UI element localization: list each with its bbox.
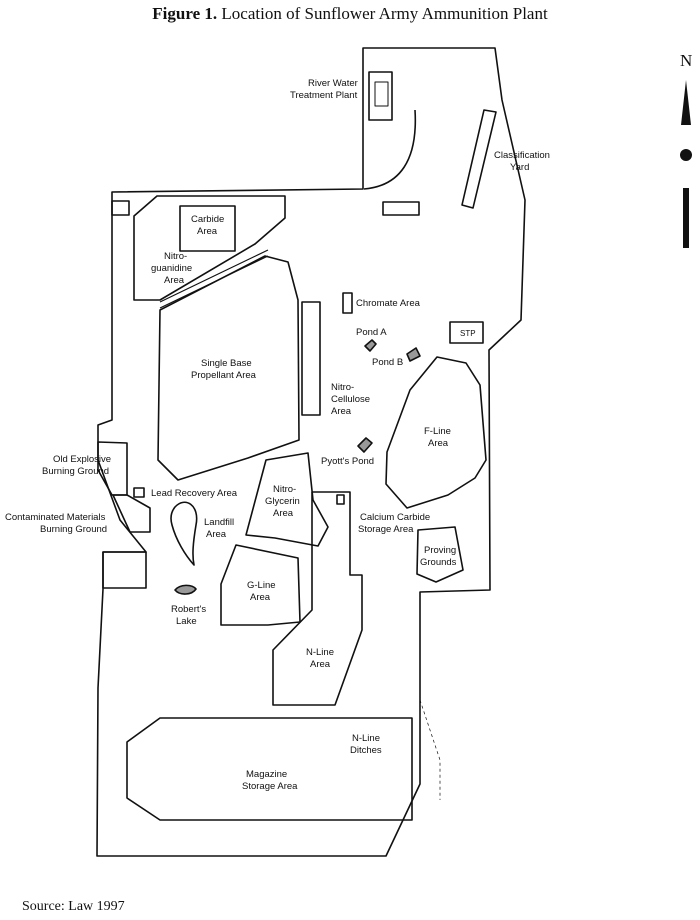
label-nitroguanidine-3: Area (164, 275, 185, 286)
label-river-water-2: Treatment Plant (290, 90, 358, 101)
n-line-area (272, 491, 363, 706)
label-nitrocellulose-1: Nitro- (331, 382, 354, 393)
label-old-explosive-2: Burning Ground (42, 466, 109, 477)
label-nitroguanidine-1: Nitro- (164, 251, 187, 262)
f-line-area (385, 356, 487, 509)
plant-boundary (96, 47, 526, 857)
nitro-cellulose-area (301, 301, 321, 416)
label-roberts-2: Lake (176, 616, 197, 627)
label-fline-2: Area (428, 438, 449, 449)
label-nitrocellulose-2: Cellulose (331, 394, 370, 405)
source-note: Source: Law 1997 (22, 899, 125, 914)
label-single-base-2: Propellant Area (191, 370, 257, 381)
roberts-lake (174, 584, 197, 595)
pyotts-pond (357, 437, 373, 453)
carbide-area (179, 205, 236, 252)
label-landfill-1: Landfill (204, 517, 234, 528)
n-line-ditches (419, 699, 441, 800)
label-classification-1: Classification (494, 150, 550, 161)
label-nitroglycerin-3: Area (273, 508, 294, 519)
g-line-area (220, 544, 301, 626)
label-gline-2: Area (250, 592, 271, 603)
label-magazine-2: Storage Area (242, 781, 298, 792)
stp-building (449, 321, 484, 344)
label-proving-2: Grounds (420, 557, 457, 568)
label-nitroglycerin-1: Nitro- (273, 484, 296, 495)
label-pond-b: Pond B (372, 357, 403, 368)
single-base-propellant-area (157, 255, 300, 481)
label-nline-ditches-2: Ditches (350, 745, 382, 756)
label-pond-a: Pond A (356, 327, 387, 338)
nitro-glycerin-area (245, 452, 329, 547)
river-water-treatment-plant (368, 71, 393, 121)
label-roberts-1: Robert's (171, 604, 206, 615)
label-magazine-1: Magazine (246, 769, 287, 780)
label-fline-1: F-Line (424, 426, 451, 437)
label-contaminated-2: Burning Ground (40, 524, 107, 535)
pond-b (406, 347, 421, 362)
label-lead-recovery: Lead Recovery Area (151, 488, 238, 499)
figure-title: Figure 1. Location of Sunflower Army Amm… (0, 4, 700, 24)
proving-grounds (416, 526, 464, 583)
small-building (111, 200, 130, 216)
label-gline-1: G-Line (247, 580, 276, 591)
label-landfill-2: Area (206, 529, 227, 540)
compass-icon (680, 149, 692, 161)
pond-a (364, 339, 377, 352)
label-carbide-1: Carbide (191, 214, 224, 225)
magazine-storage-area (126, 717, 413, 821)
label-pyotts-pond: Pyott's Pond (321, 456, 374, 467)
landfill-area (170, 501, 198, 566)
label-nitrocellulose-3: Area (331, 406, 352, 417)
north-arrow-label: N (680, 51, 692, 70)
nitroguanidine-area (133, 195, 286, 301)
figure-number: Figure 1. (152, 4, 218, 23)
label-carbide-2: Area (197, 226, 218, 237)
label-stp: STP (460, 329, 476, 338)
label-nitroguanidine-2: guanidine (151, 263, 192, 274)
label-single-base-1: Single Base (201, 358, 252, 369)
contaminated-materials-burning-ground (112, 494, 151, 533)
label-contaminated-1: Contaminated Materials (5, 512, 106, 523)
label-nline-1: N-Line (306, 647, 334, 658)
chromate-area (342, 292, 353, 314)
north-arrow-bar (683, 188, 689, 248)
small-rect-top (382, 201, 420, 216)
calcium-carbide-storage-area (336, 494, 345, 505)
label-calcium-1: Calcium Carbide (360, 512, 430, 523)
label-river-water-1: River Water (308, 78, 358, 89)
river-curve (363, 109, 417, 190)
river-water-inner (374, 81, 389, 107)
label-nitroglycerin-2: Glycerin (265, 496, 300, 507)
north-arrow-icon (681, 80, 691, 125)
label-old-explosive-1: Old Explosive (53, 454, 111, 465)
lead-recovery-area (133, 487, 145, 498)
storage-rect-left (102, 551, 147, 589)
label-classification-2: Yard (510, 162, 529, 173)
label-calcium-2: Storage Area (358, 524, 414, 535)
label-chromate: Chromate Area (356, 298, 421, 309)
figure-caption: Location of Sunflower Army Ammunition Pl… (221, 4, 548, 23)
label-nline-ditches-1: N-Line (352, 733, 380, 744)
north-arrow: N (680, 51, 692, 248)
classification-yard (461, 109, 497, 209)
label-proving-1: Proving (424, 545, 456, 556)
label-nline-2: Area (310, 659, 331, 670)
